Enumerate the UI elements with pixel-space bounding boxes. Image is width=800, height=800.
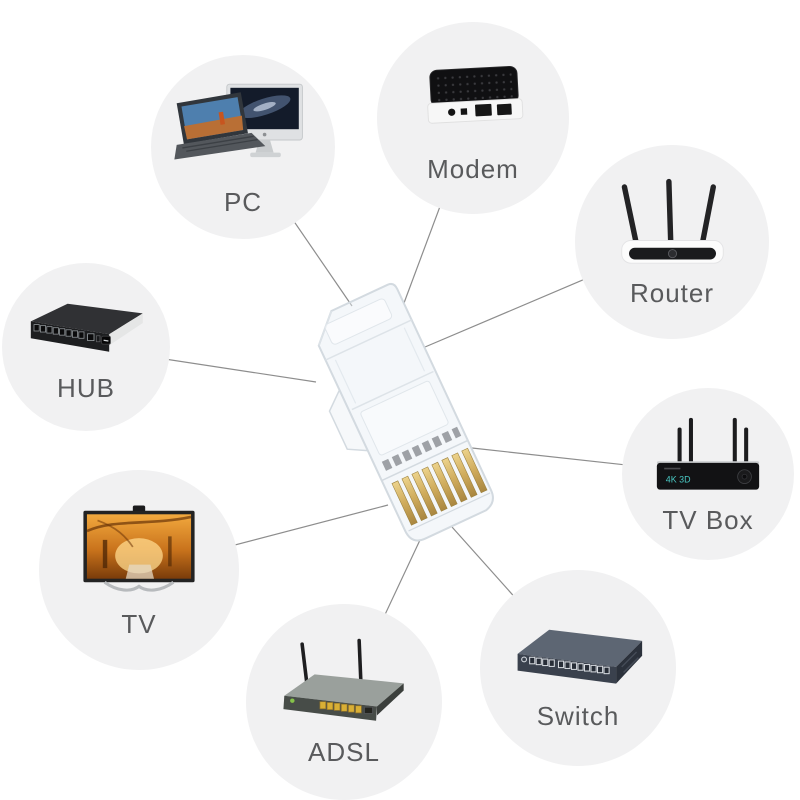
pc-computers-icon xyxy=(168,77,318,185)
node-label-pc: PC xyxy=(223,187,263,218)
node-label-tv-box: TV Box xyxy=(662,505,754,536)
node-label-router: Router xyxy=(629,278,715,309)
node-switch: Switch xyxy=(480,570,676,766)
tv-set-top-box-icon: 4K 3D xyxy=(639,413,777,503)
node-tv: TV xyxy=(39,470,239,670)
node-label-adsl: ADSL xyxy=(308,737,380,768)
node-label-switch: Switch xyxy=(536,701,620,732)
modem-icon xyxy=(398,52,548,152)
node-pc: PC xyxy=(151,55,335,239)
node-tv-box: 4K 3D TV Box xyxy=(622,388,794,560)
network-hub-icon xyxy=(18,291,154,371)
node-label-tv: TV xyxy=(121,609,157,640)
adsl-modem-icon xyxy=(268,637,420,735)
node-adsl: ADSL xyxy=(246,604,442,800)
node-label-modem: Modem xyxy=(427,154,519,185)
node-hub: HUB xyxy=(2,263,170,431)
tv-box-front-text: 4K 3D xyxy=(666,475,691,485)
node-modem: Modem xyxy=(377,22,569,214)
node-label-hub: HUB xyxy=(57,373,115,404)
television-icon xyxy=(64,501,214,607)
network-switch-icon xyxy=(499,605,657,699)
node-router: Router xyxy=(575,145,769,339)
wifi-router-icon xyxy=(600,176,745,276)
rj45-crystal-plug-icon xyxy=(317,282,494,542)
